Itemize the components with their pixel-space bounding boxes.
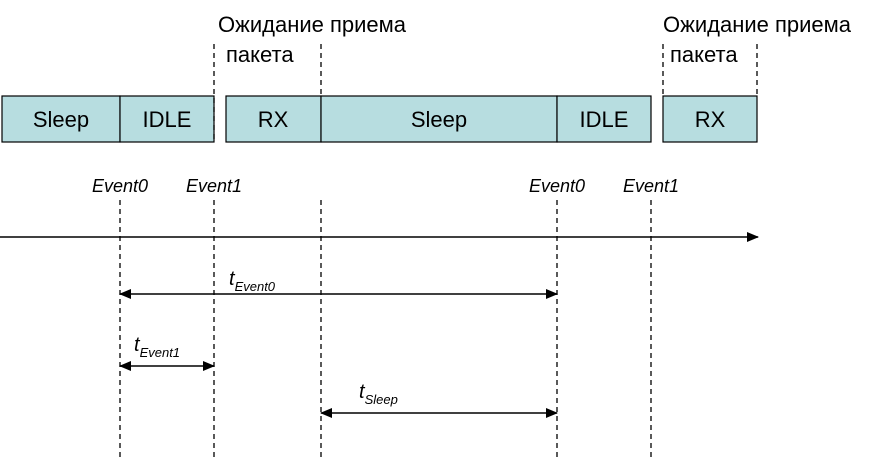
segment-label: RX [258,107,289,132]
segment-label: IDLE [580,107,629,132]
event-label: Event0 [529,176,585,196]
waiting-label-line2: пакета [670,42,738,67]
waiting-label-line1: Ожидание приема [663,12,852,37]
segment-rx-2 [662,95,758,143]
interval-label-event0: tEvent0 [229,268,276,294]
segment-label: IDLE [143,107,192,132]
event-labels: Event0 Event1 Event0 Event1 [92,176,679,196]
intervals: tEvent0 tEvent1 tSleep [119,268,558,418]
segment-label: Sleep [33,107,89,132]
waiting-label-line2: пакета [226,42,294,67]
event-label: Event0 [92,176,148,196]
waiting-label-line1: Ожидание приема [218,12,407,37]
segment-label: RX [695,107,726,132]
segment-idle-2 [556,95,652,143]
segment-rx-1 [225,95,322,143]
segment-sleep-1 [1,95,121,143]
segment-label: Sleep [411,107,467,132]
interval-label-event1: tEvent1 [134,334,180,360]
event-label: Event1 [186,176,242,196]
segment-sleep-2 [320,95,558,143]
waiting-labels: Ожидание приема пакета Ожидание приема п… [218,12,852,67]
interval-label-sleep: tSleep [359,381,398,407]
segment-idle-1 [119,95,215,143]
event-label: Event1 [623,176,679,196]
state-bar: Sleep IDLE RX Sleep IDLE RX [1,95,758,143]
